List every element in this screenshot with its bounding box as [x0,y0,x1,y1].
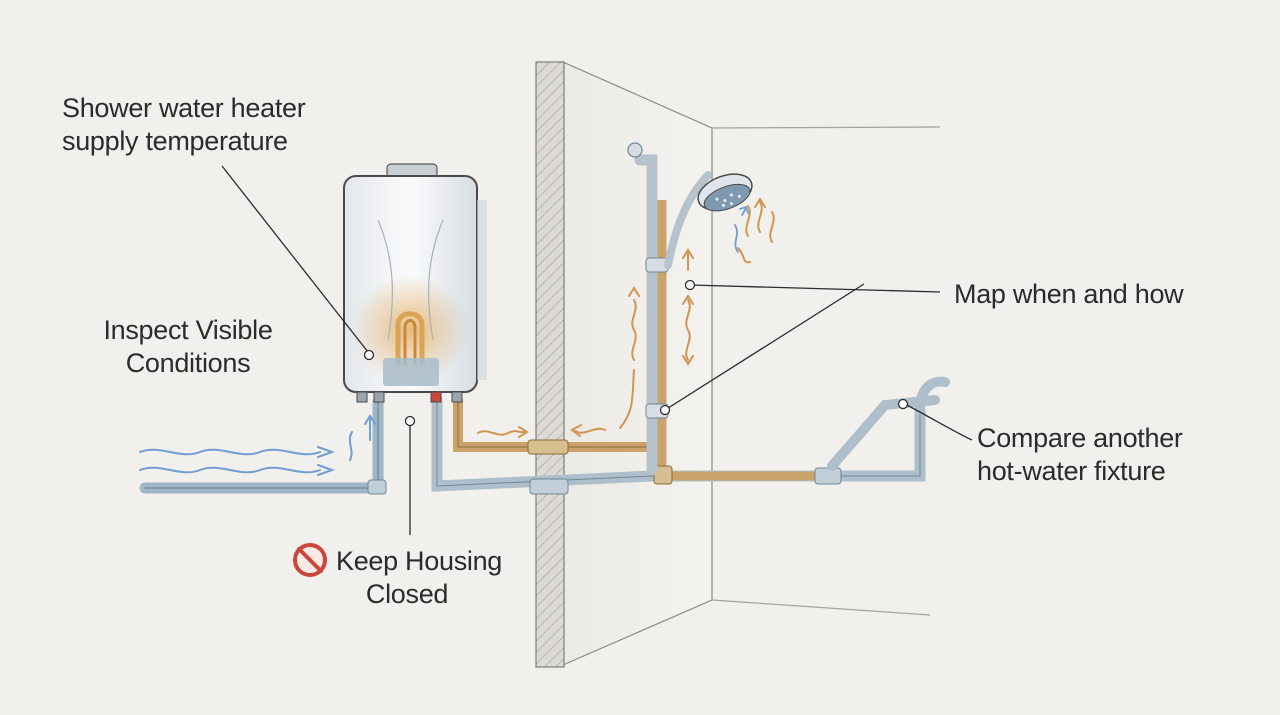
label-heater-supply-temperature: Shower water heater supply temperature [62,92,306,158]
leader-lines [221,165,973,535]
cold-flow-arrows [139,414,376,476]
cold-water-line [431,376,950,495]
callout-dot-heater [363,349,375,361]
label-line: Compare another [977,423,1183,453]
label-line: Map when and how [954,279,1184,309]
shower-spray-lines [734,205,749,253]
label-line: Closed [365,579,449,609]
label-line: supply temperature [62,126,288,156]
callout-dot-fixture [897,398,909,410]
shower-riser [627,142,712,476]
shower-head [697,173,753,212]
label-line: Keep Housing [336,546,503,576]
label-map-when-and-how: Map when and how [954,278,1184,311]
prohibited-icon [293,543,327,577]
callout-dot-shower-riser [684,279,696,291]
wall-section [535,61,565,668]
label-line: Shower water heater [62,93,306,123]
label-line: Conditions [125,348,251,378]
callout-dots [363,279,909,427]
callout-dot-housing [404,415,416,427]
water-heater [343,163,487,403]
label-inspect-visible-conditions: Inspect Visible Conditions [93,314,283,380]
cold-water-inlet [139,396,387,495]
callout-dot-hot-line [659,404,671,416]
label-line: Inspect Visible [103,315,273,345]
label-compare-fixture: Compare another hot-water fixture [977,422,1183,488]
wall-perspective [535,61,941,668]
label-keep-housing-closed: Keep Housing Closed [292,545,522,611]
hot-flow-arrows [477,197,775,438]
label-line: hot-water fixture [977,456,1166,486]
